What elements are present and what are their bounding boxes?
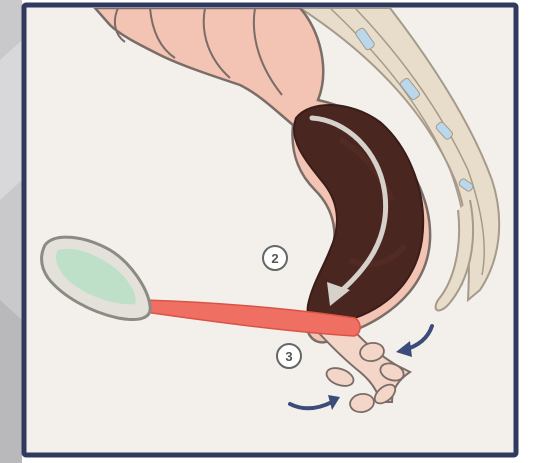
step-label: 3	[285, 349, 292, 364]
step-badge-2: 2	[263, 246, 287, 270]
step-badge-3: 3	[277, 344, 301, 368]
side-shading	[0, 0, 22, 463]
step-label: 2	[271, 251, 278, 266]
